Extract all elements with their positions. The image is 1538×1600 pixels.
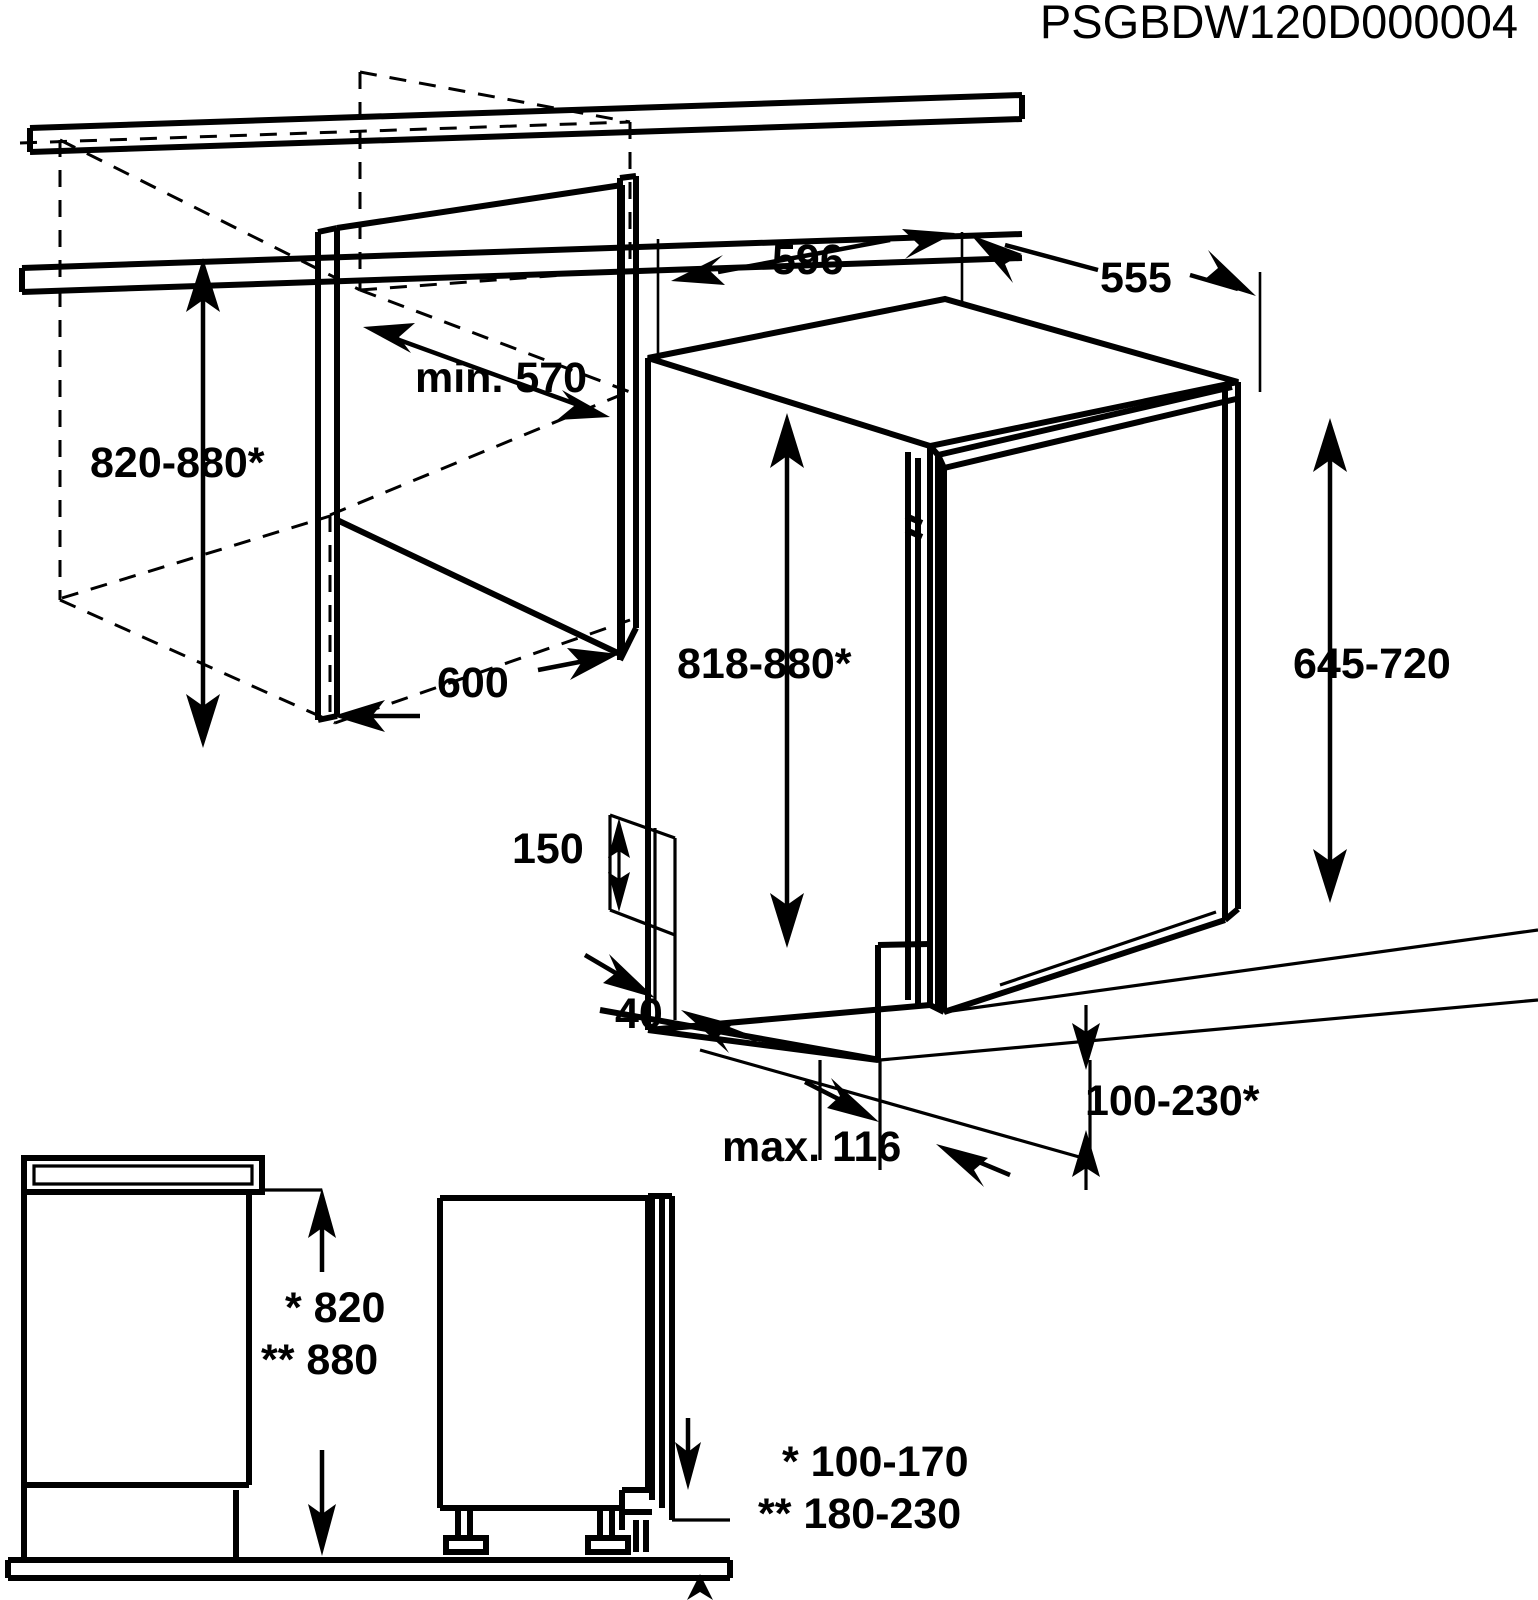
dim-label-plinth-height: 100-230* [1085, 1077, 1260, 1125]
footnote-double-star: ** 180-230 [758, 1490, 961, 1538]
dim-appliance-depth: 555 [971, 235, 1262, 392]
dim-label-niche-width: 600 [437, 659, 509, 707]
footnote-single-star: * 100-170 [782, 1438, 969, 1486]
worktop-slab [19, 92, 1025, 295]
niche-front-stile [617, 173, 639, 662]
dim-label-plinth-offset: 40 [615, 990, 663, 1038]
niche-hidden-lines [19, 70, 632, 725]
front-section-label-double-star: ** 880 [261, 1336, 378, 1384]
drawing-code-label: PSGBDW120D000004 [1040, 0, 1518, 48]
dim-niche-width: 600 [333, 648, 619, 732]
view-side-section [437, 1193, 733, 1600]
dim-label-door-thickness: max. 116 [722, 1123, 901, 1171]
dimension-annotations: 820-880* min. 570 600 [90, 229, 1451, 1190]
footnotes-block: * 100-170 ** 180-230 [758, 1438, 969, 1538]
dim-label-appliance-depth: 555 [1100, 254, 1172, 302]
dim-label-niche-height: 820-880* [90, 439, 265, 487]
dim-label-niche-depth: min. 570 [415, 354, 587, 402]
dim-niche-height: 820-880* [90, 258, 265, 748]
view-front-section: * 820 ** 880 [5, 1155, 730, 1581]
dim-plinth-recess: 150 [512, 818, 630, 912]
front-section-label-single-star: * 820 [285, 1284, 385, 1332]
dim-door-thickness: max. 116 [722, 1078, 1011, 1187]
appliance-front-door-panel [904, 382, 1241, 1015]
dim-plinth-height: 100-230* [1072, 1005, 1260, 1190]
dim-label-plinth-recess: 150 [512, 825, 584, 873]
dim-door-panel-height: 645-720 [1293, 418, 1451, 903]
dim-appliance-width: 596 [656, 229, 964, 360]
dim-label-appliance-height: 818-880* [677, 640, 852, 688]
view-main-perspective [19, 70, 1538, 1170]
dim-appliance-height: 818-880* [677, 413, 852, 948]
plinth-detail-flap [608, 813, 677, 1020]
dim-niche-depth: min. 570 [363, 323, 610, 420]
dim-plinth-offset: 40 [583, 953, 758, 1053]
dim-label-appliance-width: 596 [772, 236, 844, 284]
dim-label-door-panel-height: 645-720 [1293, 640, 1451, 688]
